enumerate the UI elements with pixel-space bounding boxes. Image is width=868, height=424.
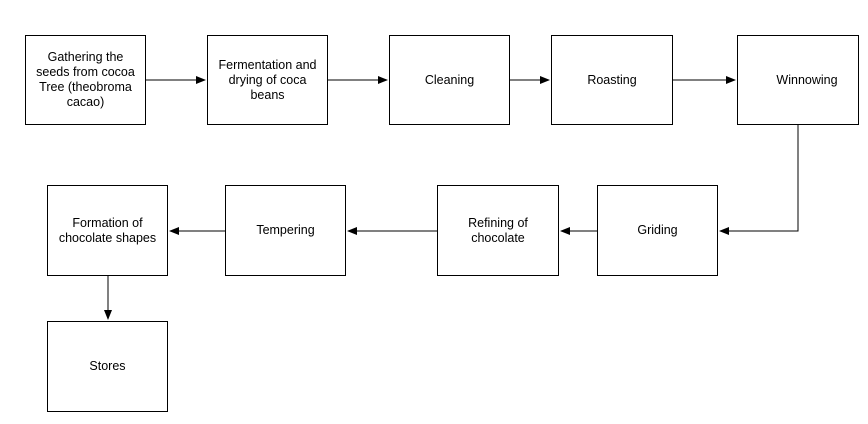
step-stores: Stores [47, 321, 168, 412]
step-label: Roasting [587, 72, 637, 87]
step-label: Griding [637, 223, 678, 237]
step-label: Gathering the seeds from cocoa Tree (the… [36, 50, 135, 109]
step-tempering: Tempering [225, 185, 346, 276]
step-fermentation-drying: Fermentation and drying of coca beans [207, 35, 328, 125]
connector-winnowing-to-griding [719, 125, 799, 235]
step-label: Formation of chocolate shapes [58, 215, 157, 245]
step-label: Fermentation and drying of coca beans [218, 57, 317, 102]
step-label: Tempering [256, 223, 315, 237]
step-gathering-seeds: Gathering the seeds from cocoa Tree (the… [25, 35, 146, 125]
step-griding: Griding [597, 185, 718, 276]
step-label: Cleaning [424, 72, 475, 87]
step-refining: Refining of chocolate [437, 185, 559, 276]
step-label: Refining of chocolate [468, 215, 528, 245]
step-roasting: Roasting [551, 35, 673, 125]
step-winnowing: Winnowing [737, 35, 859, 125]
step-formation-shapes: Formation of chocolate shapes [47, 185, 168, 276]
step-label: Winnowing [776, 72, 838, 87]
step-cleaning: Cleaning [389, 35, 510, 125]
step-label: Stores [89, 359, 126, 373]
